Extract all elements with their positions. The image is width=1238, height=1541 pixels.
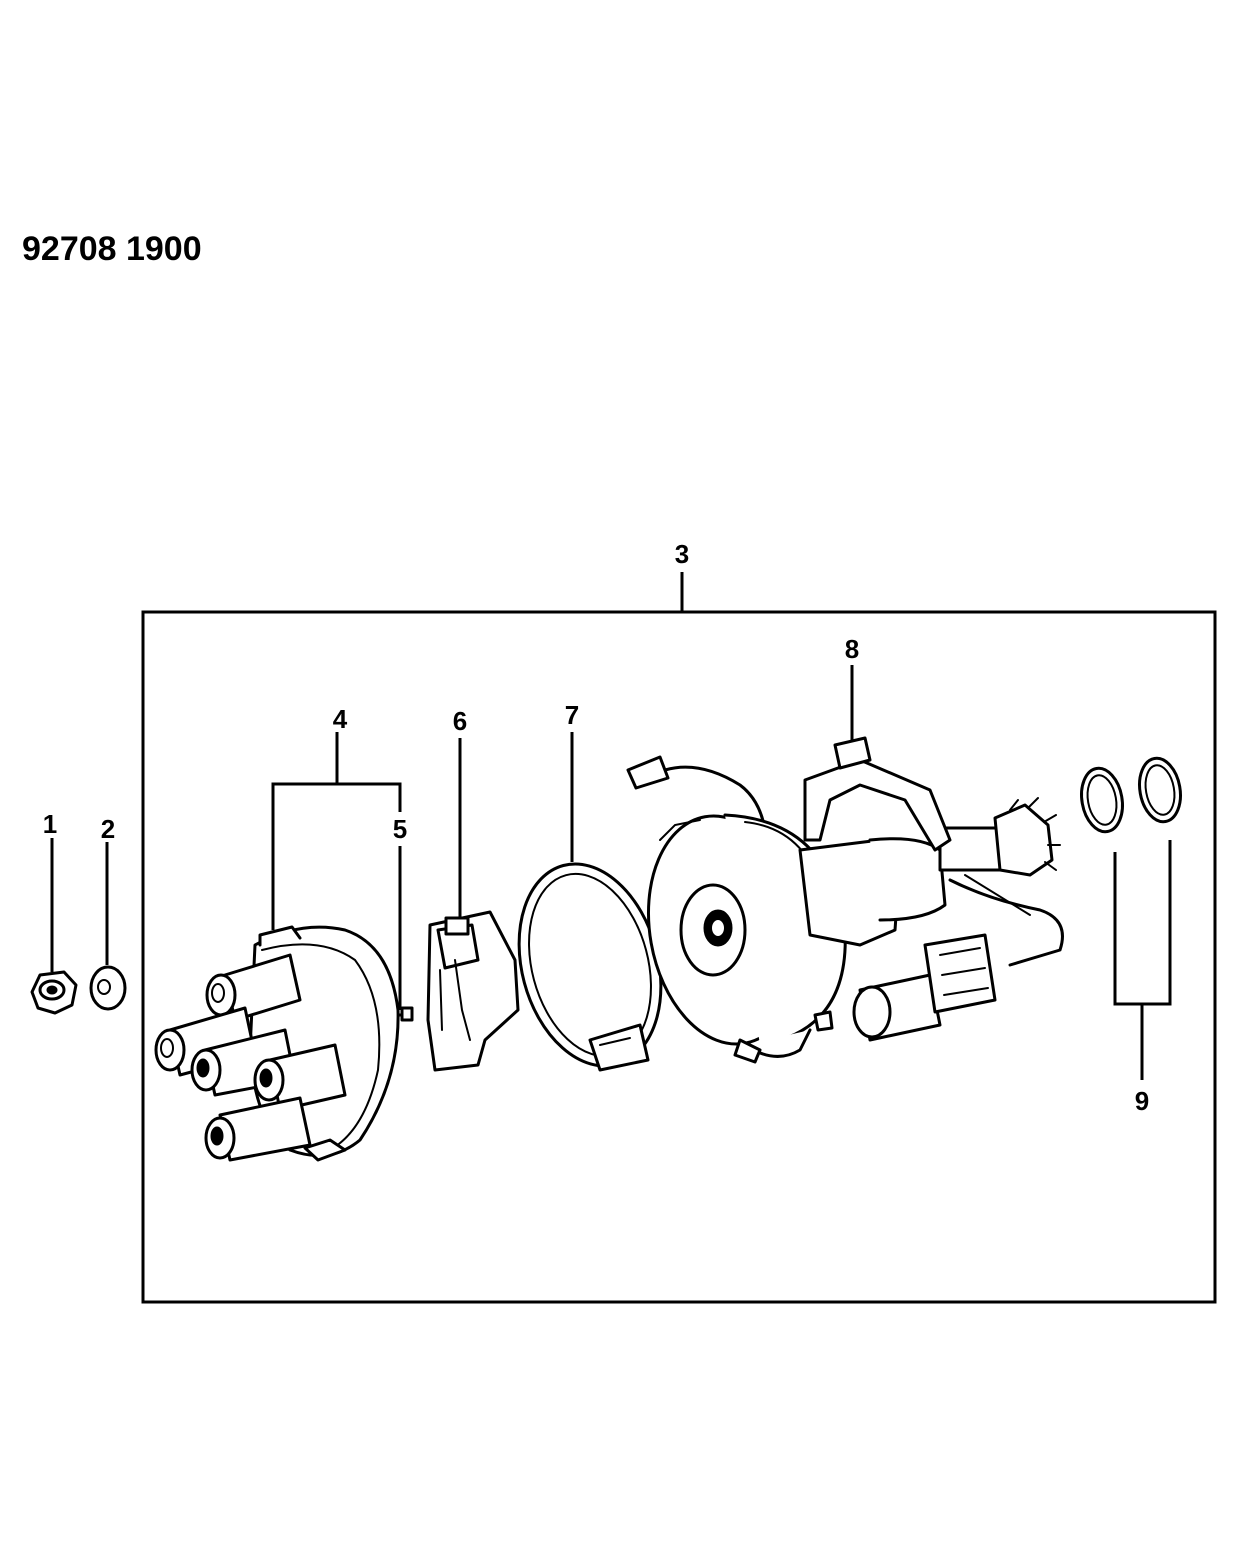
seal-part (517, 732, 663, 1072)
rotor-part (426, 738, 520, 1072)
callout-2: 2 (101, 814, 115, 844)
assembly-box (141, 610, 1217, 1304)
callout-1: 1 (43, 809, 57, 839)
callout-7: 7 (565, 700, 579, 730)
callout-5: 5 (393, 814, 407, 844)
washer-part (89, 842, 127, 1011)
nut-part (30, 838, 78, 1015)
callout-3: 3 (675, 539, 689, 569)
o-ring-part (1080, 756, 1182, 1080)
callout-8: 8 (845, 634, 859, 664)
diagram-number: 92708 1900 (22, 230, 202, 268)
callout-6: 6 (453, 706, 467, 736)
callout-9: 9 (1135, 1086, 1149, 1116)
callout-4: 4 (333, 704, 348, 734)
leader-4-5 (271, 732, 402, 1010)
distributor-housing-part (626, 736, 1064, 1064)
distributor-cap-part (154, 925, 414, 1162)
